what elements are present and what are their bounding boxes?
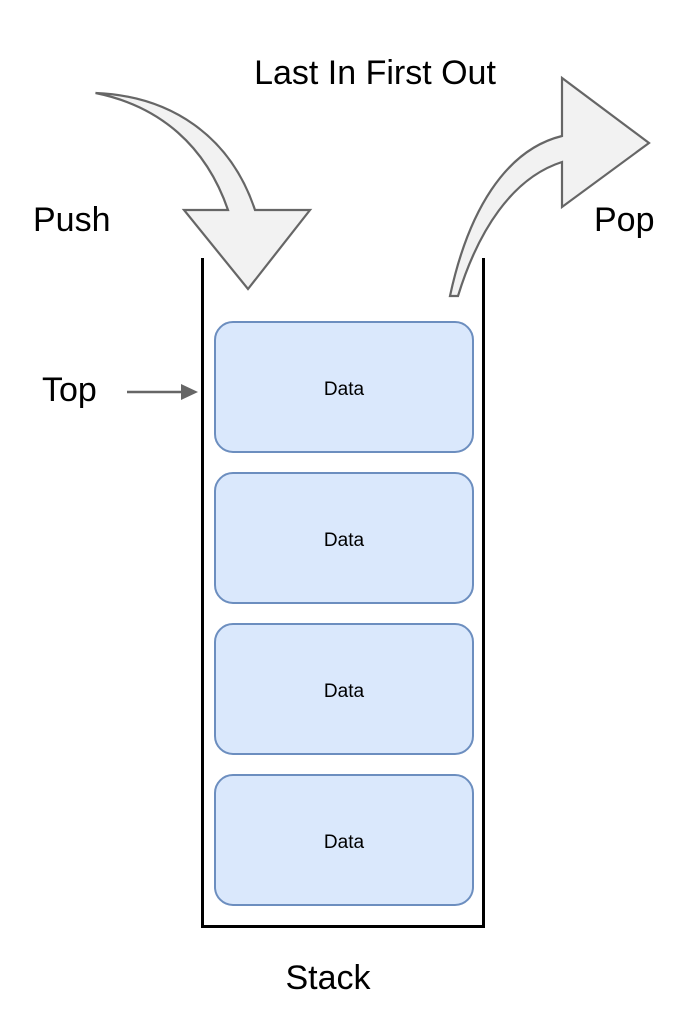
stack-cell-1[interactable]: Data bbox=[214, 472, 474, 604]
pop-label: Pop bbox=[594, 201, 655, 239]
right-arrow-icon bbox=[181, 384, 198, 400]
stack-cell-rect[interactable] bbox=[214, 472, 474, 604]
stack-cell-rect[interactable] bbox=[214, 623, 474, 755]
stack-caption: Stack bbox=[285, 959, 371, 997]
stack-container bbox=[201, 258, 485, 928]
stack-cell-0[interactable]: Data bbox=[214, 321, 474, 453]
stack-cell-rect[interactable] bbox=[214, 321, 474, 453]
diagram-title: Last In First Out bbox=[254, 54, 496, 92]
stack-cell-label: Data bbox=[324, 681, 365, 702]
stack-cell-label: Data bbox=[324, 530, 365, 551]
top-label: Top bbox=[42, 371, 97, 409]
stack-cell-2[interactable]: Data bbox=[214, 623, 474, 755]
stack-cell-label: Data bbox=[324, 832, 365, 853]
stack-cell-rect[interactable] bbox=[214, 774, 474, 906]
push-label: Push bbox=[33, 201, 111, 239]
stack-cell-label: Data bbox=[324, 379, 365, 400]
push-arrow-icon bbox=[95, 91, 313, 291]
pop-arrow-icon bbox=[448, 75, 651, 298]
stack-cell-3[interactable]: Data bbox=[214, 774, 474, 906]
